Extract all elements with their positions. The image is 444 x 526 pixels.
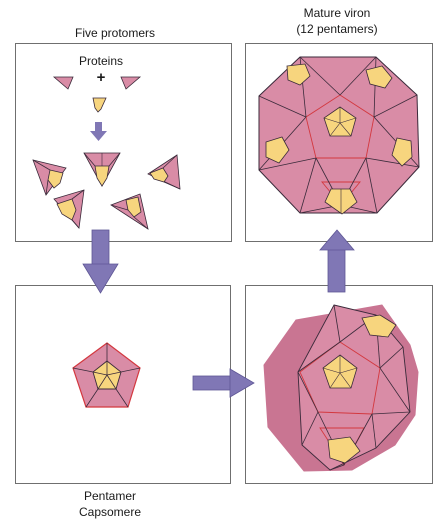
mature-pentamer-top-left	[286, 63, 311, 86]
arrow-down-to-pentamer	[82, 229, 119, 294]
capsid-pentamer-top-right	[361, 314, 397, 338]
mature-virion-title-line1: Mature viron	[303, 6, 371, 20]
mature-pentamer-top-right	[365, 65, 393, 89]
protomer-right	[147, 154, 181, 190]
protein-left	[52, 76, 74, 90]
small-arrow-down	[90, 122, 107, 141]
mature-pentamer-left	[265, 136, 290, 164]
arrow-right-to-capsid	[192, 368, 255, 398]
partial-capsid	[263, 304, 419, 472]
proteins-label: Proteins	[78, 54, 124, 68]
five-protomers-title: Five protomers	[74, 26, 156, 40]
arrow-up-to-mature	[319, 229, 355, 293]
protomer-left	[32, 159, 67, 196]
pentamer-title-line2: Capsomere	[78, 505, 142, 519]
protomer-top	[83, 152, 121, 187]
mature-virion-title-line2: (12 pentamers)	[296, 22, 378, 36]
plus-sign: +	[96, 69, 106, 86]
free-proteins	[52, 76, 142, 113]
protomers	[32, 152, 181, 230]
protein-yellow	[92, 97, 107, 113]
pentamer-capsomere	[72, 342, 141, 408]
capsid-pentamer-bottom	[327, 436, 361, 464]
mature-pentamer-right	[391, 137, 413, 167]
mature-virion	[258, 56, 420, 215]
pentamer-title-line1: Pentamer	[83, 489, 137, 503]
protein-right	[120, 76, 142, 90]
protomer-lower-right	[110, 193, 149, 230]
protomer-lower-left	[53, 189, 85, 229]
